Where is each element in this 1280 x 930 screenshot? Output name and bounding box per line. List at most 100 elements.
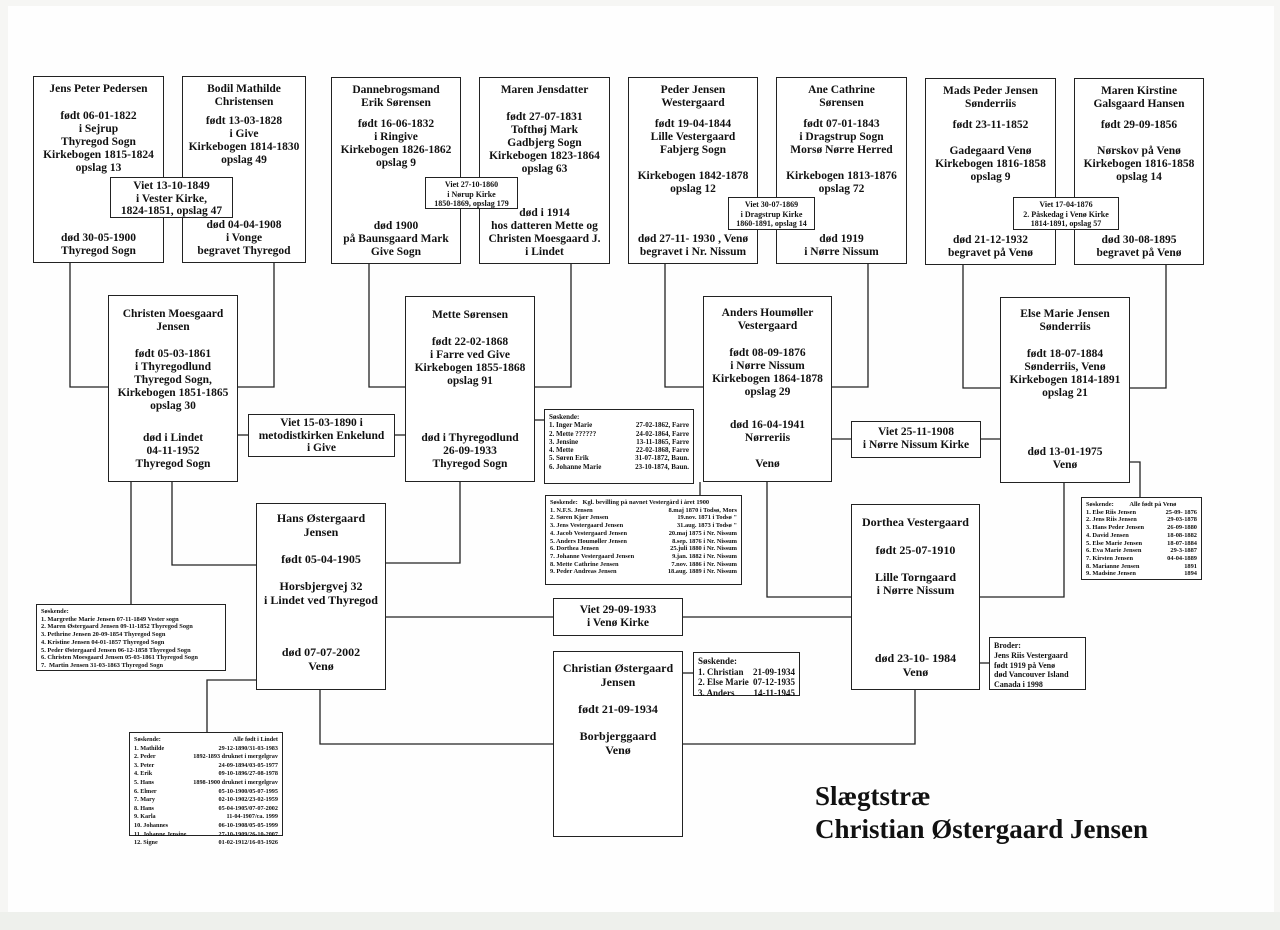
sibling-date: 07-12-1935 (753, 677, 795, 688)
sibling-row: 3. Pethrine Jensen 20-09-1854 Thyregod S… (41, 631, 166, 639)
sibling-row: 7. Martin Jensen 31-03-1863 Thyregod Sog… (41, 661, 164, 669)
person-anders-houmoller-vestergaard[interactable]: Anders Houmøller Vestergaard født 08-09-… (703, 296, 832, 482)
person-death: død i 1914 hos datteren Mette og Christe… (488, 207, 601, 258)
person-hans-ostergaard-jensen[interactable]: Hans Østergaard Jensen født 05-04-1905 H… (256, 503, 386, 690)
sibling-name: 8. Marianne Jensen (1086, 562, 1140, 570)
sibling-name: 9. Madsine Jensen (1086, 570, 1136, 578)
sibling-name: 6. Dorthea Jensen (550, 545, 599, 553)
person-birth: født 25-07-1910 Lille Torngaard i Nørre … (874, 542, 957, 597)
marriage-note: Viet 17-04-1876 2. Påskedag i Venø Kirke… (1013, 197, 1119, 230)
person-name: Maren Jensdatter (500, 84, 589, 96)
sibling-date: 1891 (1184, 562, 1197, 570)
person-mads-peder-jensen[interactable]: Mads Peder Jensen Sønderriis født 23-11-… (925, 78, 1056, 265)
sibling-name: 4. David Jensen (1086, 531, 1129, 539)
sibling-date: 02-10-1902/23-02-1959 (218, 796, 278, 804)
person-jens-peter-pedersen[interactable]: Jens Peter Pedersen født 06-01-1822 i Se… (33, 76, 164, 263)
brother-text: Jens Riis Vestergaard født 1919 på Venø … (994, 650, 1069, 690)
person-birth: født 19-04-1844 Lille Vestergaard Fabjer… (637, 118, 749, 195)
person-else-marie-jensen[interactable]: Else Marie Jensen Sønderriis født 18-07-… (1000, 297, 1130, 483)
sibling-date: 18-08-1882 (1167, 531, 1197, 539)
person-name: Else Marie Jensen Sønderriis (1020, 308, 1110, 333)
person-death: død i Thyregodlund 26-09-1933 Thyregod S… (421, 432, 519, 470)
sibling-date: 09-10-1896/27-08-1978 (218, 770, 278, 778)
person-ane-cathrine-sorensen[interactable]: Ane Cathrine Sørensen født 07-01-1843 i … (776, 77, 907, 264)
marriage-note: Viet 27-10-1860 i Nørup Kirke 1850-1869,… (425, 177, 518, 209)
person-dorthea-vestergaard[interactable]: Dorthea Vestergaard født 25-07-1910 Lill… (851, 504, 980, 690)
page-title: Slægtstræ Christian Østergaard Jensen (815, 780, 1148, 846)
connector-line (206, 679, 256, 732)
person-birth: født 05-03-1861 i Thyregodlund Thyregod … (117, 348, 229, 412)
person-christian-ostergaard-jensen[interactable]: Christian Østergaard Jensen født 21-09-1… (553, 651, 683, 837)
connector-line (832, 264, 869, 388)
siblings-list-hans: Søskende: Alle født i Lindet 1. Mathilde… (129, 732, 283, 846)
person-name: Jens Peter Pedersen (49, 83, 148, 95)
connector-line (1130, 461, 1141, 497)
person-maren-kirstine-hansen[interactable]: Maren Kirstine Galsgaard Hansen født 29-… (1074, 78, 1204, 265)
sibling-row: 6. Christen Moesgaard Jensen 05-03-1861 … (41, 654, 198, 662)
sibling-name: 2. Mette ?????? (549, 429, 597, 438)
sibling-row: 1. Margrethe Marie Jensen 07-11-1849 Ves… (41, 615, 179, 623)
person-mette-sorensen[interactable]: Mette Sørensen født 22-02-1868 i Farre v… (405, 296, 535, 482)
person-death: død 1900 på Baunsgaard Mark Give Sogn (343, 220, 449, 258)
sibling-row: 8. Marianne Jensen 1891 (1086, 563, 1197, 571)
marriage-note: Viet 30-07-1869 i Dragstrup Kirke 1860-1… (728, 197, 815, 230)
connector-line (386, 482, 461, 564)
connector-line (766, 482, 851, 598)
person-death: død 1919 i Nørre Nissum (804, 233, 879, 258)
person-death: død 23-10- 1984 Venø (874, 651, 957, 679)
person-name: Maren Kirstine Galsgaard Hansen (1093, 85, 1185, 110)
sibling-date: 8.sep. 1876 i Nr. Nissum (672, 537, 737, 545)
person-death: død 30-05-1900 Thyregod Sogn (60, 232, 137, 257)
person-name: Hans Østergaard Jensen (276, 511, 366, 539)
sibling-row: 2. Maren Østergaard Jensen 09-11-1852 Th… (41, 623, 193, 631)
person-birth: født 27-07-1831 Tofthøj Mark Gadbjerg So… (489, 111, 600, 175)
sibling-date: 23-10-1874, Baun. (635, 462, 689, 471)
sibling-name: 9. Peder Andreas Jensen (550, 568, 617, 576)
person-death: død 21-12-1932 begravet på Venø (948, 234, 1033, 259)
sibling-date: 9.jan. 1882 i Nr. Nissum (672, 552, 737, 560)
sibling-date: 25-09- 1876 (1165, 508, 1197, 516)
sibling-name: 5. Anders Houmøller Jensen (550, 537, 627, 545)
sibling-date: 26-09-1880 (1167, 524, 1197, 532)
person-name: Mette Sørensen (431, 309, 509, 321)
sibling-name: 8. Mette Cathrine Jensen (550, 560, 619, 568)
sibling-date: 1898-1900 druknet i mergelgrav (193, 778, 278, 786)
sibling-name: 6. Eva Marie Jensen (1086, 547, 1142, 555)
person-christen-moesgaard-jensen[interactable]: Christen Moesgaard Jensen født 05-03-186… (108, 295, 238, 482)
sibling-date: 25.juli 1880 i Nr. Nissum (670, 545, 737, 553)
scan-bottom-strip (0, 912, 1280, 930)
person-maren-jensdatter[interactable]: Maren Jensdatter født 27-07-1831 Tofthøj… (479, 77, 610, 264)
person-name: Mads Peder Jensen Sønderriis (943, 85, 1038, 110)
brother-header: Broder: (994, 641, 1021, 650)
sibling-date: 13-11-1865, Farre (636, 437, 689, 446)
connector-line (368, 264, 405, 388)
title-line-2: Christian Østergaard Jensen (815, 814, 1148, 844)
person-erik-sorensen[interactable]: Dannebrogsmand Erik Sørensen født 16-06-… (331, 77, 461, 264)
sibling-row: 4. David Jensen 18-08-1882 (1086, 532, 1197, 540)
person-bodil-mathilde-christensen[interactable]: Bodil Mathilde Christensen født 13-03-18… (182, 76, 306, 263)
person-peder-jensen-westergaard[interactable]: Peder Jensen Westergaard født 19-04-1844… (628, 77, 758, 264)
sibling-name: 2. Søren Kjær Jensen (550, 514, 609, 522)
connector-line (683, 690, 916, 745)
siblings-header: Søskende: Alle født på Venø (1086, 501, 1177, 508)
sibling-date: 05-04-1905/07-07-2002 (218, 804, 278, 812)
sibling-name: 12. Signe (134, 839, 158, 847)
sibling-date: 7.nov. 1886 i Nr. Nissum (671, 560, 737, 568)
person-birth: født 08-09-1876 i Nørre Nissum Kirkeboge… (712, 347, 823, 398)
sibling-name: 1. Mathilde (134, 744, 165, 752)
connector-line (1130, 265, 1167, 389)
